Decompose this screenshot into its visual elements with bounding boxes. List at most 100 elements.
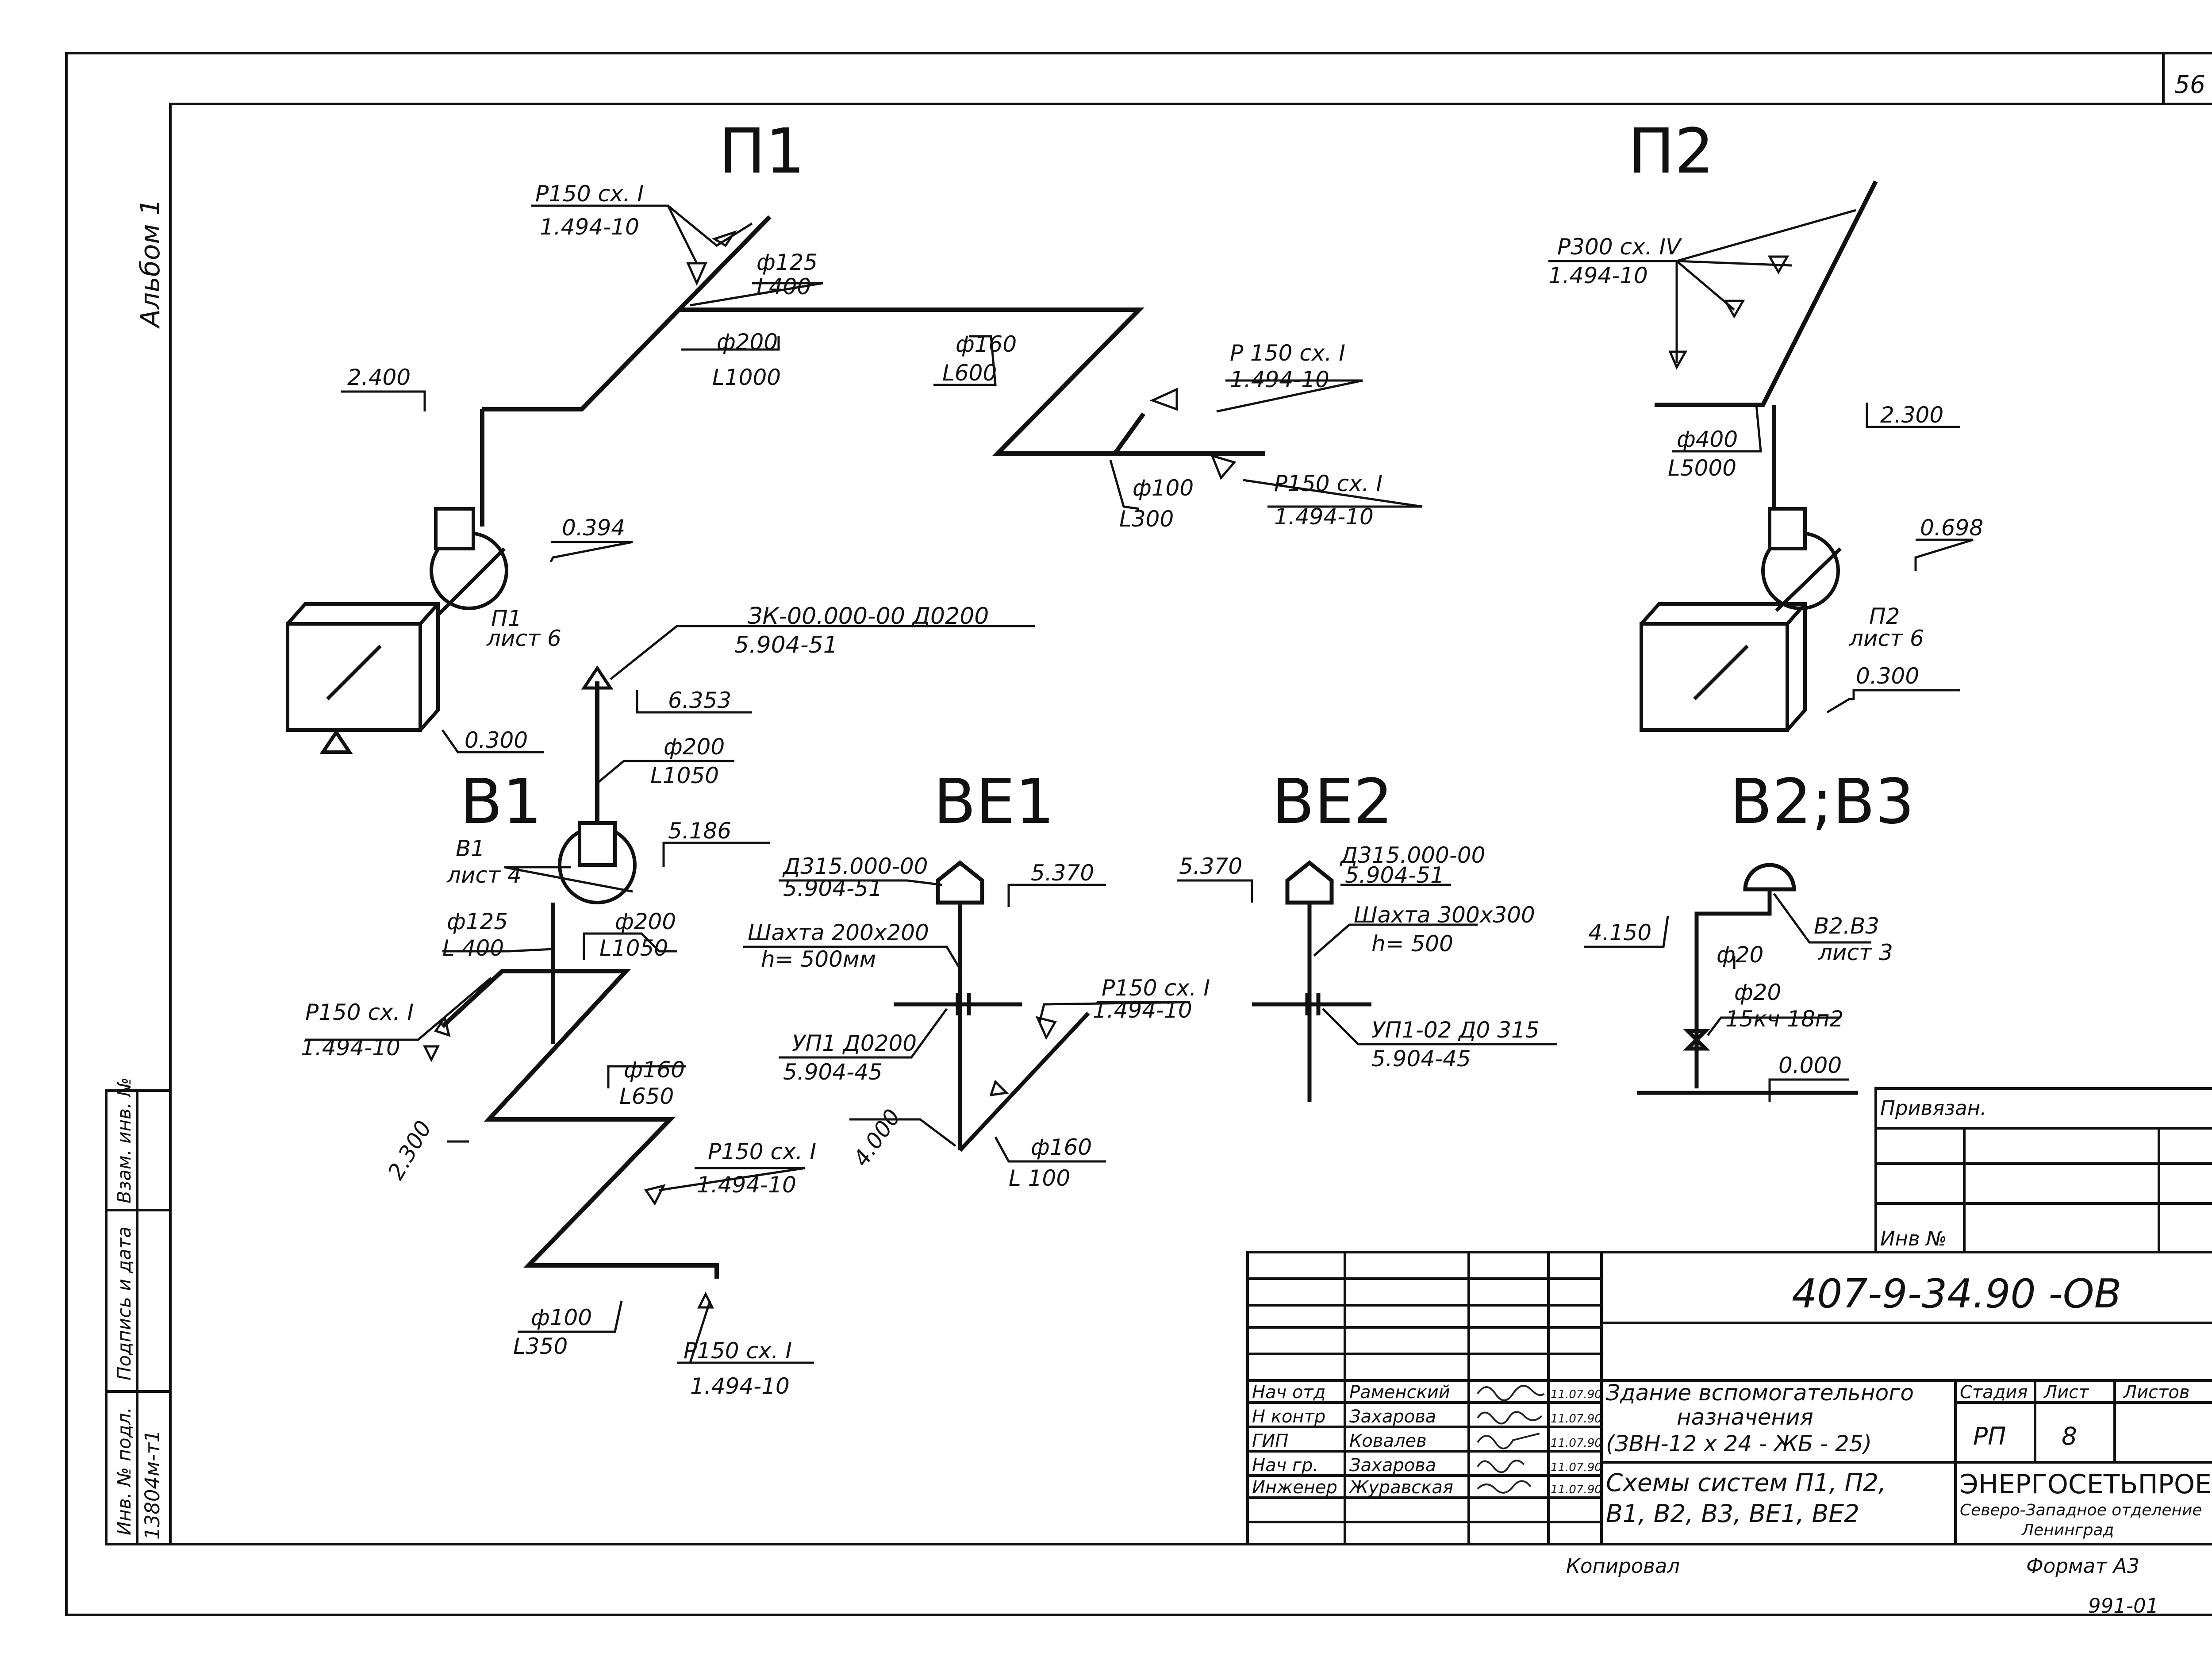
role-0: Нач отд [1252,1382,1325,1403]
p1-unit-sheet: лист 6 [486,626,561,651]
side-stamp [105,1089,172,1545]
v1-duct100-d: ф100 [531,1305,592,1330]
p1-mark-2400: 2.400 [347,365,411,390]
system-title-p1: П1 [719,115,805,188]
p2-grille-l2: 1.494-10 [1548,263,1648,288]
ve1-mark-4000: 4.000 [848,1104,906,1171]
v1-cap-l2: 5.904-51 [734,632,838,658]
p2-duct400-l: L5000 [1668,455,1736,481]
v1-duct200-l: L1050 [599,935,668,961]
ve1-shaft-l1: Шахта 200х200 [748,920,929,946]
v1-duct100-l: L350 [513,1334,568,1359]
org-name: ЭНЕРГОСЕТЬПРОЕКТ [1960,1469,2212,1500]
v1-fan-label: В1 [456,836,485,861]
p1-grille-mid-l1: Р 150 сх. I [1230,340,1345,366]
building-l2: назначения [1677,1404,1813,1430]
ve1-valve-l2: 5.904-45 [783,1059,883,1085]
system-v2v3: В2;В3 4.150 ф20 В2.В3 лист 3 ф20 15кч 18… [1584,766,1914,1102]
role-3: Нач гр. [1252,1455,1318,1476]
v1-duct200-d: ф200 [615,909,676,934]
ve1-duct160-l: L 100 [1009,1165,1070,1191]
p2-mark-2300: 2.300 [1880,402,1943,428]
date-3: 11.07.90 [1551,1461,1602,1474]
sheet-title-l1: Схемы систем П1, П2, [1606,1468,1886,1497]
sheet-number: 56 [2174,70,2205,99]
p2-unit-sheet: лист 6 [1849,626,1924,651]
name-2: Ковалев [1349,1431,1427,1451]
system-p2: П2 Р300 сх. IV 1.494-10 ф400 L5000 2.300… [1548,115,1983,732]
p1-mark-0394: 0.394 [562,515,625,541]
v2v3-valve-l2: 15кч 18п2 [1725,1006,1843,1032]
v1-cap-l1: ЗК-00.000-00 Д0200 [748,603,989,630]
ve1-cap-icon [936,860,984,905]
v2v3-ref-l1: В2.В3 [1814,913,1879,939]
ve2-cap-l1: Д315.000-00 [1340,842,1486,868]
p1-duct160-d: ф160 [956,331,1017,357]
v1-duct200top-d: ф200 [664,734,725,760]
side-stamp-inv-value: 13804м-т1 [141,1430,164,1540]
side-stamp-cell-inv: Инв. № подл. [113,1407,135,1535]
v1-cap-icon [581,665,614,690]
side-stamp-cell-inv-sub: Взам. инв. № [113,1077,135,1203]
role-4: Инженер [1252,1477,1337,1498]
sheets-header: Листов [2123,1382,2189,1403]
stage-value: РП [1973,1422,2006,1450]
p1-grille-end-icon [1210,454,1237,480]
p2-unit-icon [1640,602,1807,732]
name-0: Раменский [1349,1382,1450,1403]
p2-mark-0698: 0.698 [1920,515,1983,541]
ve2-cap-icon [1285,860,1334,905]
ve2-mark-5370: 5.370 [1179,853,1242,879]
v1-duct125-d: ф125 [447,909,508,934]
v2v3-cap-icon [1743,863,1796,892]
p2-grille-l1: Р300 сх. IV [1557,234,1682,260]
system-ve2: ВЕ2 5.370 Д315.000-00 5.904-51 Шахта 300… [1177,766,1557,1102]
p1-duct125-l: L400 [757,274,811,300]
p1-duct100-l: L300 [1119,506,1174,532]
v2v3-mark-4150: 4.150 [1588,920,1651,946]
ve1-cap-l1: Д315.000-00 [782,853,928,879]
v1-mark-6353: 6.353 [668,688,731,713]
binding-title: Привязан. [1880,1096,1986,1120]
org-branch: Северо-Западное отделение [1960,1501,2202,1519]
system-title-ve2: ВЕ2 [1272,766,1393,838]
v2v3-ref-l2: лист 3 [1818,940,1893,965]
p1-grille-top-icon [686,262,707,286]
p1-duct-lines [480,215,1265,527]
sheet-frame [65,52,2212,1616]
ve1-grille-l2: 1.494-10 [1093,997,1192,1023]
system-title-p2: П2 [1628,115,1714,188]
signatures [1477,1385,1545,1494]
v2v3-mark-0000: 0.000 [1778,1053,1842,1078]
system-p1: П1 Р150 сх. I 1.494-10 ф125 L400 ф [286,115,1423,754]
v2v3-valve-l1: ф20 [1734,980,1781,1005]
name-4: Журавская [1348,1477,1453,1498]
ve2-shaft-l1: Шахта 300х300 [1354,902,1535,928]
p1-unit-label: П1 [491,606,522,631]
v1-mark-2300: 2.300 [383,1116,437,1184]
v1-duct160-d: ф160 [624,1057,685,1083]
v1-grille-b-icon [644,1184,666,1206]
sheet-title-l2: В1, В2, В3, ВЕ1, ВЕ2 [1606,1499,1859,1528]
p1-grille-top2-icon [712,230,737,247]
system-ve1: ВЕ1 Д315.000-00 5.904-51 5.370 Шахта 200… [743,766,1210,1191]
building-l3: (ЗВН-12 х 24 - ЖБ - 25) [1606,1431,1872,1457]
v1-mark-5186: 5.186 [668,818,731,844]
date-2: 11.07.90 [1551,1437,1602,1450]
binding-inv: Инв № [1880,1227,1947,1250]
p2-unit-label: П2 [1869,603,1900,629]
ve1-grille-icon [1035,1016,1057,1040]
ve1-grille2-icon [989,1080,1009,1097]
ve2-cap-l2: 5.904-51 [1345,862,1444,888]
role-2: ГИП [1252,1431,1288,1451]
ve2-valve-l1: УП1-02 Д0 315 [1371,1017,1540,1043]
name-1: Захарова [1349,1407,1436,1427]
system-v1: В1 ЗК-00.000-00 Д0200 [301,603,1035,1399]
p1-grille-end-l2: 1.494-10 [1274,504,1374,530]
title-block [1246,1251,2212,1545]
v1-grille-b-l1: Р150 сх. I [708,1139,816,1165]
date-4: 11.07.90 [1551,1483,1602,1496]
ve1-grille-l1: Р150 сх. I [1102,975,1210,1001]
p1-grille-top-l1: Р150 сх. I [535,181,644,207]
